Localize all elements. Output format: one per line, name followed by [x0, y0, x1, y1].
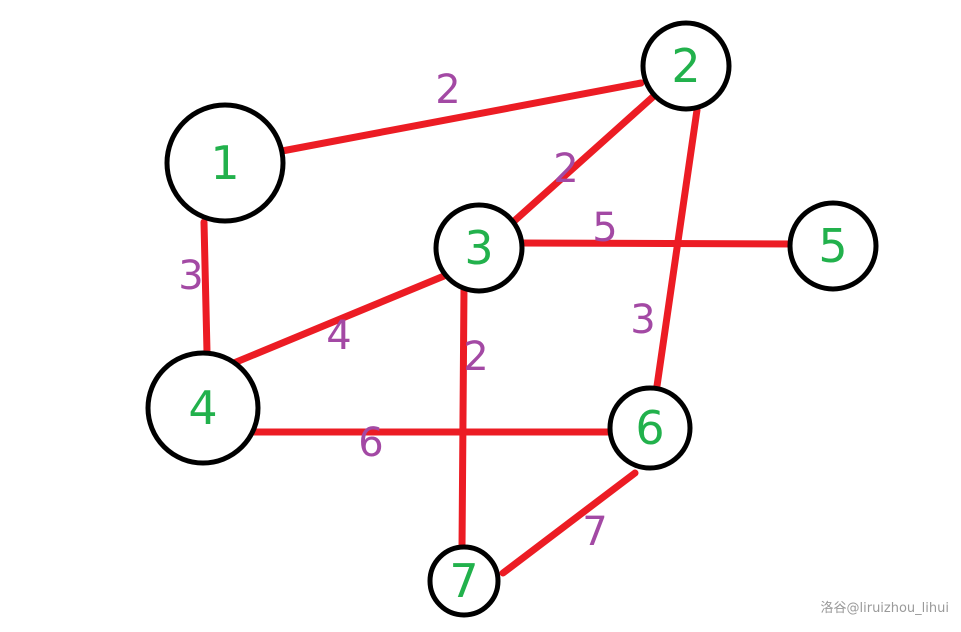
edge-1-2: [278, 79, 645, 155]
node-2: 2: [640, 20, 732, 112]
edge-weight-3-4: 4: [326, 313, 351, 359]
edge-6-7: [499, 469, 639, 577]
edge-2-6: [653, 106, 701, 390]
node-circle-3: [433, 202, 525, 294]
node-label-1: 1: [210, 136, 239, 190]
edge-1-4: [200, 218, 211, 356]
edge-2-3: [508, 91, 659, 227]
node-circle-5: [787, 200, 879, 292]
edge-3-4: [225, 272, 448, 369]
node-7: 7: [427, 544, 501, 618]
edge-weight-3-7: 2: [463, 334, 488, 380]
node-circle-6: [607, 385, 693, 471]
node-label-2: 2: [671, 39, 700, 93]
node-label-5: 5: [818, 219, 847, 273]
node-label-3: 3: [464, 221, 493, 275]
node-label-7: 7: [449, 554, 478, 608]
edge-weight-4-6: 6: [358, 420, 383, 466]
edge-weight-3-5: 5: [592, 205, 617, 251]
edge-weight-1-2: 2: [435, 67, 460, 113]
edge-weight-2-3: 2: [553, 146, 578, 192]
node-circle-7: [427, 544, 501, 618]
node-circle-2: [640, 20, 732, 112]
node-label-6: 6: [635, 401, 664, 455]
node-6: 6: [607, 385, 693, 471]
node-3: 3: [433, 202, 525, 294]
edge-weight-2-6: 3: [630, 297, 655, 343]
watermark-text: 洛谷@liruizhou_lihui: [820, 601, 950, 616]
node-1: 1: [164, 102, 286, 224]
edge-weight-6-7: 7: [582, 509, 607, 555]
node-5: 5: [787, 200, 879, 292]
nodes-layer: 1 2 3 4 5 6 7: [145, 20, 879, 618]
edges-layer: [200, 79, 801, 577]
node-4: 4: [145, 350, 261, 466]
edge-weight-1-4: 3: [178, 253, 203, 299]
edge-3-7: [458, 283, 468, 552]
edge-3-5: [512, 239, 801, 248]
node-circle-4: [145, 350, 261, 466]
node-circle-1: [164, 102, 286, 224]
node-label-4: 4: [188, 381, 217, 435]
